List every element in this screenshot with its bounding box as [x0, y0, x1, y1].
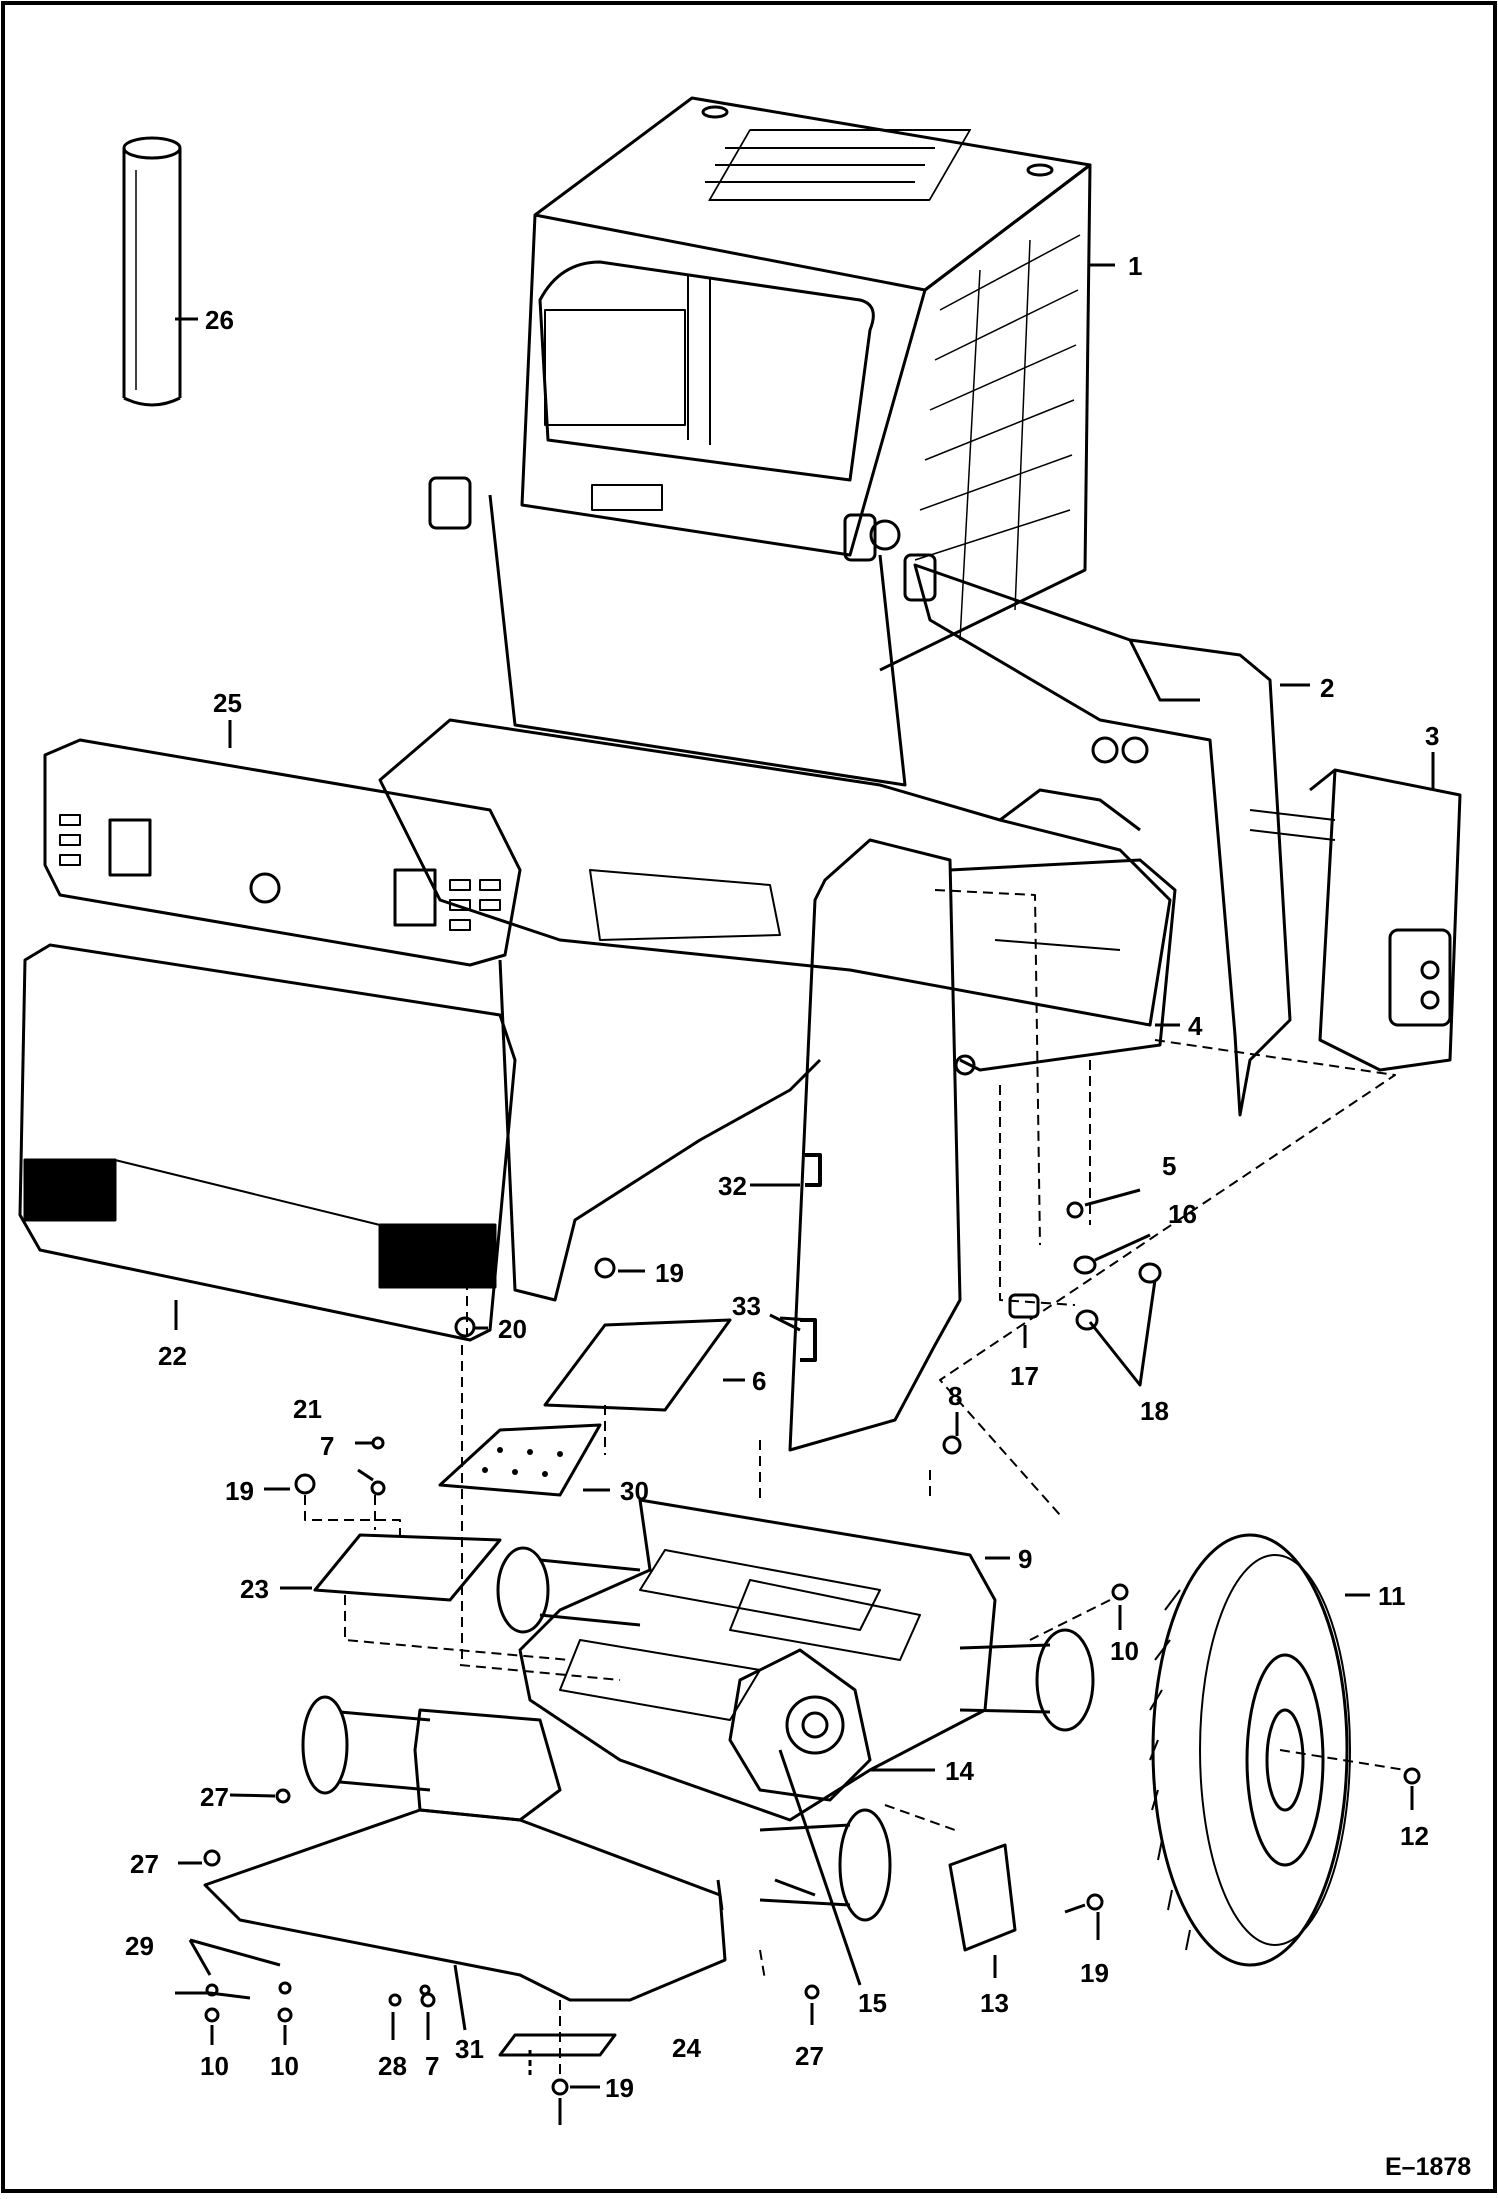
- part-13-cover-plate: [948, 1843, 1017, 1952]
- part-22-front-panel: [18, 943, 517, 1342]
- callout-13: 13: [980, 1988, 1009, 2018]
- assembly-lines: [304, 889, 1406, 2080]
- part-11-tire: [1149, 1533, 1351, 1967]
- callout-7a: 7: [320, 1431, 334, 1461]
- part-24-strip: [498, 2033, 617, 2057]
- part-9-chassis-frame: [496, 1498, 1095, 1822]
- plate-30: [438, 1423, 602, 1497]
- fasteners-5-16-17-18: [1008, 1201, 1162, 1331]
- callout-19d: 19: [605, 2073, 634, 2103]
- callout-19a: 19: [655, 1258, 684, 1288]
- callout-21: 21: [293, 1394, 322, 1424]
- part-3-bracket-assembly: [1249, 768, 1462, 1072]
- misc-fasteners: [203, 1257, 1421, 2096]
- callout-11: 11: [1378, 1581, 1406, 1611]
- part-26-tube: [122, 136, 182, 407]
- part-1-operator-cab: [428, 96, 1092, 787]
- lower-chassis: [203, 1695, 892, 2002]
- callout-18: 18: [1140, 1396, 1169, 1426]
- callout-5: 5: [1162, 1151, 1176, 1181]
- callout-labels: 1 2 3 4 5 6 7 7 8 9 10 10 10 11 12 13 14…: [125, 251, 1439, 2103]
- callout-1: 1: [1128, 251, 1142, 281]
- callout-25: 25: [213, 688, 242, 718]
- callout-32: 32: [718, 1171, 747, 1201]
- drawing-code: E–1878: [1385, 2153, 1471, 2181]
- callout-19b: 19: [225, 1476, 254, 1506]
- callout-29: 29: [125, 1931, 154, 1961]
- callout-10a: 10: [1110, 1636, 1139, 1666]
- callout-24: 24: [672, 2033, 701, 2063]
- callout-10c: 10: [270, 2051, 299, 2081]
- callout-20: 20: [498, 1314, 527, 1344]
- callout-14: 14: [945, 1756, 974, 1786]
- leader-lines: [174, 263, 1435, 2125]
- callout-10b: 10: [200, 2051, 229, 2081]
- part-25-dash-panel: [43, 738, 522, 967]
- callout-27b: 27: [130, 1849, 159, 1879]
- callout-31: 31: [455, 2034, 484, 2064]
- plate-23: [313, 1533, 502, 1602]
- callout-12: 12: [1400, 1821, 1429, 1851]
- callout-27c: 27: [795, 2041, 824, 2071]
- callout-19c: 19: [1080, 1958, 1109, 1988]
- plate-6: [543, 1318, 732, 1412]
- callout-23: 23: [240, 1574, 269, 1604]
- callout-15: 15: [858, 1988, 887, 2018]
- callout-33: 33: [732, 1291, 761, 1321]
- callout-8: 8: [948, 1381, 962, 1411]
- part-4-side-upright: [788, 838, 1177, 1452]
- callout-17: 17: [1010, 1361, 1039, 1391]
- callout-7b: 7: [425, 2051, 439, 2081]
- callout-22: 22: [158, 1341, 187, 1371]
- callout-6: 6: [752, 1366, 766, 1396]
- callout-3: 3: [1425, 721, 1439, 751]
- callout-28: 28: [378, 2051, 407, 2081]
- part-2-side-panel: [913, 563, 1292, 1117]
- callout-26: 26: [205, 305, 234, 335]
- callout-16: 16: [1168, 1199, 1197, 1229]
- callout-9: 9: [1018, 1544, 1032, 1574]
- callout-27a: 27: [200, 1782, 229, 1812]
- callout-4: 4: [1188, 1011, 1203, 1041]
- callout-30: 30: [620, 1476, 649, 1506]
- main-frame: [378, 718, 1172, 1302]
- part-14-15-drive-assembly: [728, 1648, 872, 1802]
- callout-2: 2: [1320, 673, 1334, 703]
